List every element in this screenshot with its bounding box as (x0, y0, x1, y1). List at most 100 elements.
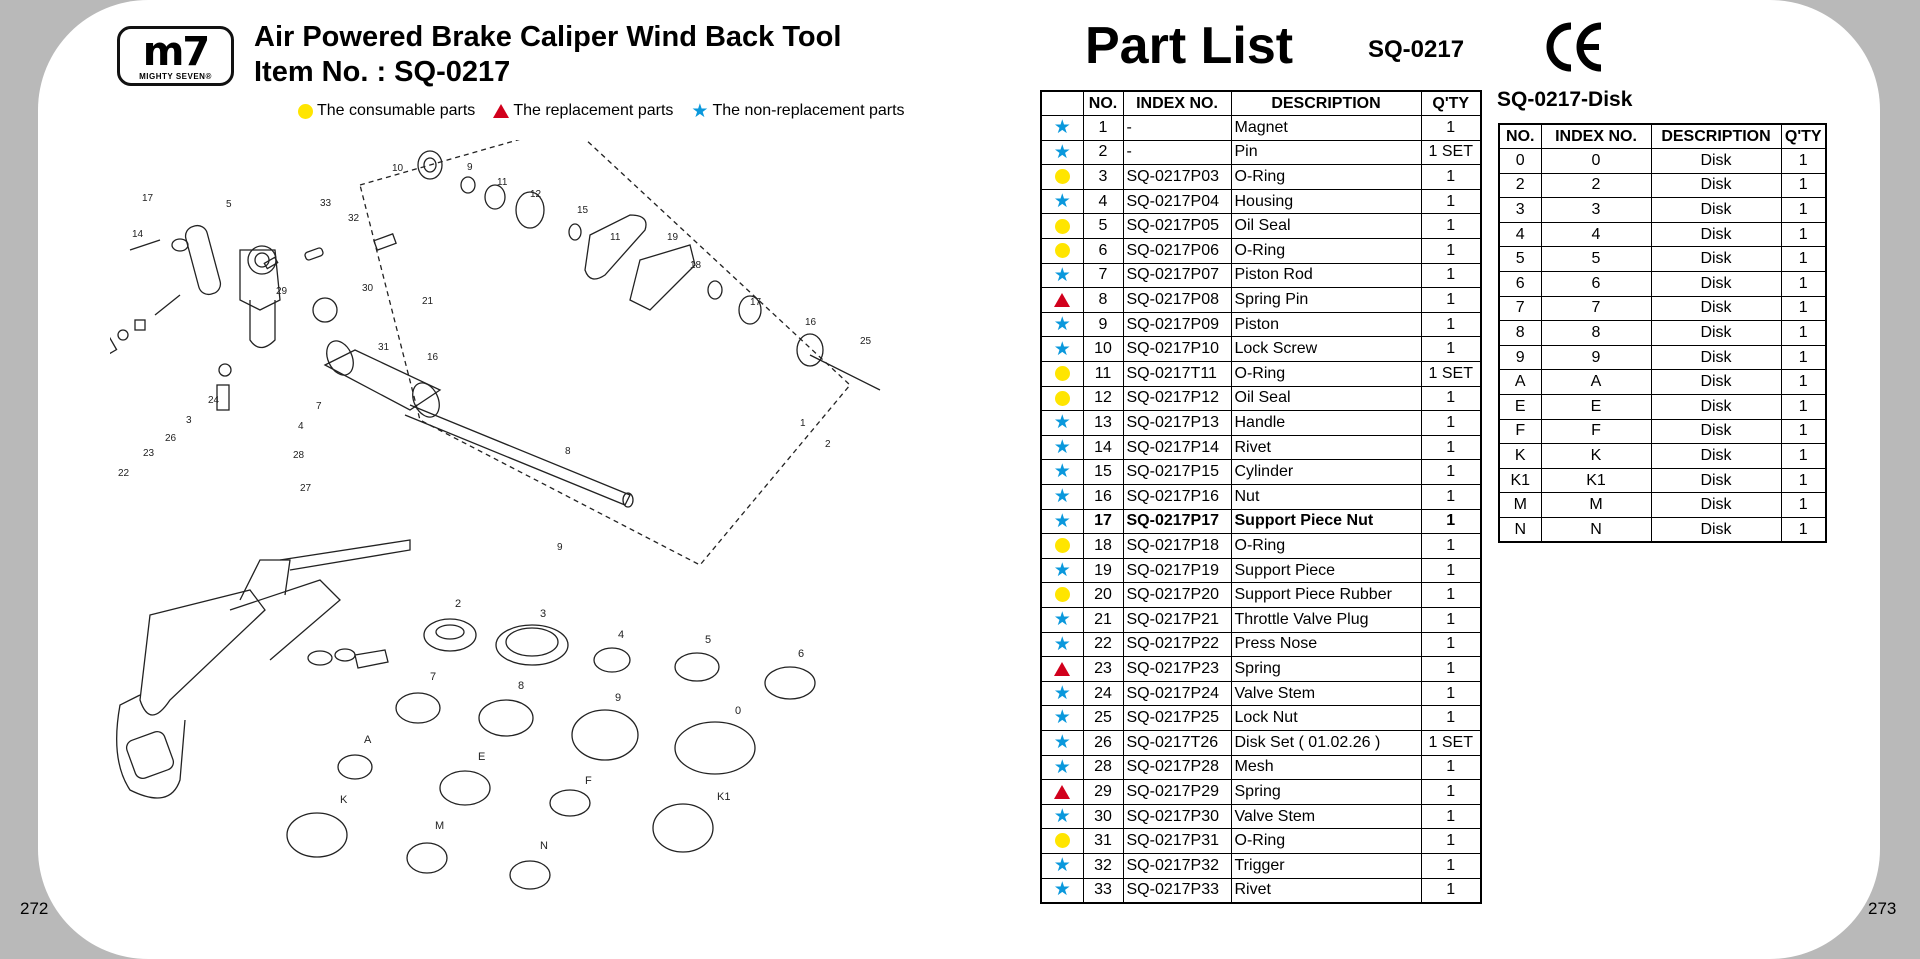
index-number: SQ-0217P18 (1122, 533, 1232, 559)
index-number: SQ-0217P09 (1122, 311, 1232, 338)
yellow-circle-icon (1054, 538, 1070, 554)
part-number: 3 (1082, 164, 1124, 190)
callout-label: 9 (467, 162, 473, 173)
part-number: 15 (1082, 459, 1124, 485)
description: Piston (1230, 311, 1422, 338)
description: Lock Screw (1230, 336, 1422, 363)
blue-star-icon: ★ (1053, 338, 1071, 360)
part-number: 17 (1082, 508, 1124, 535)
callout-label: 11 (610, 232, 621, 243)
callout-label: 27 (300, 483, 312, 494)
tool-body-drawing (110, 224, 281, 358)
disk-description: Disk (1650, 492, 1782, 518)
product-title: Air Powered Brake Caliper Wind Back Tool (254, 21, 842, 53)
part-type-cell: ★ (1040, 139, 1084, 166)
index-number: SQ-0217P06 (1122, 238, 1232, 264)
quantity: 1 (1420, 631, 1482, 658)
index-number: SQ-0217P07 (1122, 262, 1232, 289)
description: Oil Seal (1230, 385, 1422, 412)
disk-quantity: 1 (1780, 271, 1827, 297)
quantity: 1 (1420, 508, 1482, 535)
quantity: 1 (1420, 754, 1482, 781)
disk-index: F (1540, 418, 1652, 445)
part-number: 4 (1082, 188, 1124, 215)
index-number: SQ-0217P16 (1122, 484, 1232, 510)
disk-number: N (1498, 517, 1542, 543)
index-number: SQ-0217T26 (1122, 729, 1232, 756)
part-number: 21 (1082, 606, 1124, 633)
table-header-row: NO. INDEX NO. DESCRIPTION Q'TY (1498, 123, 1827, 150)
ce-mark-icon (1546, 22, 1602, 72)
blue-star-icon: ★ (1053, 756, 1071, 778)
red-triangle-icon (1054, 292, 1071, 307)
quantity: 1 (1420, 705, 1482, 731)
disk-table-title: SQ-0217-Disk (1497, 88, 1633, 111)
legend-label: The replacement parts (513, 102, 674, 119)
description: O-Ring (1230, 164, 1422, 190)
disk-description: Disk (1650, 418, 1782, 445)
callout-label: 15 (577, 205, 589, 216)
index-number: SQ-0217P17 (1122, 508, 1232, 535)
disk-label: F (585, 775, 592, 787)
valve-parts-drawing (216, 150, 881, 411)
quantity: 1 (1420, 533, 1482, 559)
disk-description: Disk (1650, 271, 1782, 297)
part-number: 13 (1082, 410, 1124, 436)
description: Support Piece Rubber (1230, 582, 1422, 608)
part-type-cell: ★ (1040, 705, 1084, 731)
callout-label: 25 (860, 336, 872, 347)
blue-star-icon: ★ (1053, 461, 1071, 483)
legend-item-replacement: The replacement parts (493, 102, 673, 120)
disk-description: Disk (1650, 148, 1782, 174)
index-number: SQ-0217P04 (1122, 188, 1232, 215)
part-list-code: SQ-0217 (1368, 36, 1465, 63)
legend-item-consumable: The consumable parts (298, 102, 475, 120)
part-list-title: Part List (1085, 17, 1294, 75)
disk-label: M (435, 820, 444, 832)
disk-quantity: 1 (1780, 492, 1827, 518)
index-number: SQ-0217P10 (1122, 336, 1232, 363)
callout-label: 23 (143, 448, 155, 459)
part-number: 10 (1082, 336, 1124, 363)
quantity: 1 SET (1420, 729, 1482, 756)
yellow-circle-icon (298, 103, 313, 119)
quantity: 1 (1420, 188, 1482, 215)
blue-star-icon: ★ (1053, 609, 1071, 631)
red-triangle-icon (493, 104, 510, 118)
part-number: 25 (1082, 705, 1124, 731)
disk-label: 4 (618, 629, 624, 641)
index-number: SQ-0217P33 (1122, 877, 1232, 904)
disk-index: 5 (1540, 246, 1652, 273)
part-number: 2 (1082, 139, 1124, 166)
disk-label: 8 (518, 680, 524, 692)
disk-label: N (540, 840, 548, 852)
red-triangle-icon (1054, 784, 1071, 799)
page-number-right: 273 (1868, 899, 1897, 918)
part-type-cell (1040, 533, 1084, 559)
part-type-cell: ★ (1040, 852, 1084, 879)
part-type-cell (1040, 164, 1084, 190)
part-type-cell: ★ (1040, 459, 1084, 485)
part-type-cell: ★ (1040, 410, 1084, 436)
disk-description: Disk (1650, 517, 1782, 543)
legend-label: The consumable parts (317, 102, 476, 119)
quantity: 1 (1420, 557, 1482, 584)
quantity: 1 (1420, 115, 1482, 141)
description: Throttle Valve Plug (1230, 606, 1422, 633)
index-number: - (1122, 115, 1232, 141)
item-number: Item No. : SQ-0217 (254, 56, 511, 88)
part-number: 22 (1082, 631, 1124, 658)
callout-label: 3 (186, 415, 192, 426)
index-number: SQ-0217P24 (1122, 680, 1232, 707)
table-header-row: NO. INDEX NO. DESCRIPTION Q'TY (1040, 90, 1482, 117)
part-type-cell (1040, 656, 1084, 682)
cylinder-drawing (312, 297, 634, 508)
